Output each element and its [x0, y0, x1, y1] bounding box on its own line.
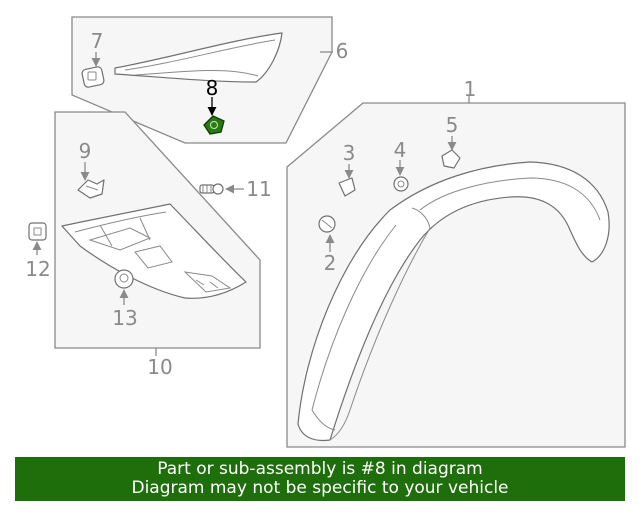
part-clip-9 — [77, 179, 105, 199]
part-nut-4 — [393, 176, 409, 192]
callout-3: 3 — [343, 141, 356, 165]
callout-9: 9 — [79, 139, 92, 163]
leader-lines — [32, 51, 470, 356]
part-trim-panel-10 — [61, 203, 247, 299]
callout-4: 4 — [394, 138, 407, 162]
part-clip-3 — [338, 177, 356, 197]
banner-line-2: Diagram may not be specific to your vehi… — [131, 478, 509, 498]
callout-12: 12 — [25, 257, 50, 281]
callout-8: 8 — [206, 76, 219, 100]
callout-10: 10 — [147, 355, 172, 379]
callout-6: 6 — [336, 39, 349, 63]
part-grommet-13 — [114, 269, 134, 289]
part-clip-12 — [28, 222, 47, 241]
part-clip-2 — [318, 215, 336, 233]
part-fastener-8 — [203, 115, 225, 135]
part-wheel-arch-molding-1 — [297, 161, 610, 442]
callout-7: 7 — [91, 29, 104, 53]
part-clip-7 — [81, 66, 105, 88]
callout-11: 11 — [246, 177, 271, 201]
callout-2: 2 — [324, 251, 337, 275]
part-trim-strip — [114, 32, 283, 83]
banner-line-1: Part or sub-assembly is #8 in diagram — [157, 459, 483, 479]
callouts: 1 2 3 4 5 6 7 8 9 10 11 12 13 — [25, 29, 476, 379]
callout-13: 13 — [112, 306, 137, 330]
part-screw-11 — [199, 183, 224, 195]
info-banner: Part or sub-assembly is #8 in diagram Di… — [15, 457, 625, 501]
part-clip-5 — [441, 149, 461, 169]
callout-5: 5 — [446, 113, 459, 137]
parts-diagram: 1 2 3 4 5 6 7 8 9 10 11 12 13 — [25, 16, 626, 448]
callout-1: 1 — [464, 77, 477, 101]
